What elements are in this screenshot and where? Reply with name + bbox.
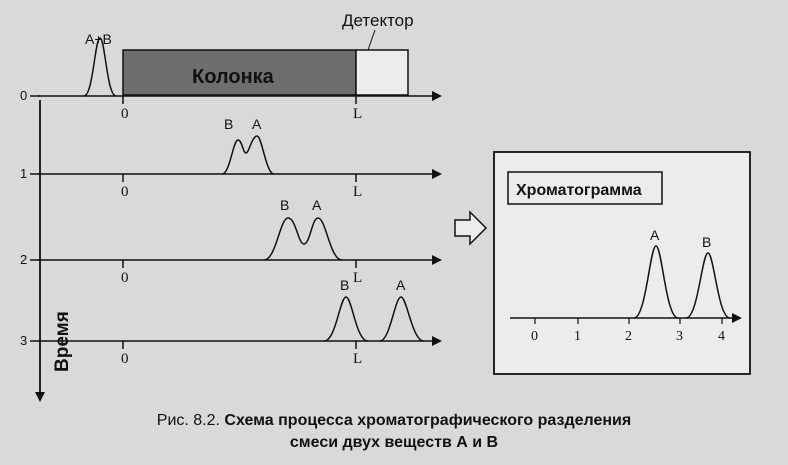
stage-row-label: 1 [20,166,27,181]
peak-label: A [396,277,406,293]
peak-label: B [280,197,289,213]
end-label: L [353,270,362,286]
zero-label: 0 [121,270,129,286]
chromatogram-label: Хроматограмма [516,182,642,199]
zero-label: 0 [121,184,129,200]
zero-label: 0 [121,351,129,367]
peak-mixture [83,37,117,97]
end-label: L [353,184,362,200]
figure-caption: Рис. 8.2. Схема процесса хроматографичес… [0,410,788,454]
peak-label: A+B [85,31,112,47]
detector-pointer [367,29,376,51]
detector-rect [355,49,409,96]
peak-a [379,296,425,342]
peak-label: B [224,116,233,132]
chromatogram-tick-label: 1 [574,329,581,344]
caption-line-1: Рис. 8.2. Схема процесса хроматографичес… [0,410,788,432]
stage-row-0: 0 A+B 0 L [20,31,442,122]
chromatogram-tick-label: 2 [625,329,632,344]
peak-label: A [252,116,262,132]
stage-row-3: 3 B A 0 L [20,277,442,367]
caption-title-1: Схема процесса хроматографического разде… [224,412,632,429]
end-label: L [353,351,362,367]
caption-line-2: смеси двух веществ А и В [289,434,499,451]
peak-label: B [340,277,349,293]
column-label: Колонка [192,66,275,88]
column-rect [122,49,357,96]
peak-pair [221,135,275,175]
chromatogram-tick-label: 3 [676,329,683,344]
peak-pair [263,217,343,261]
stage-row-label: 2 [20,252,27,267]
chromatogram-ticks: 0 1 2 3 4 [531,318,725,344]
stage-row-2: 2 B A 0 L [20,197,442,286]
end-label: L [353,106,362,122]
stage-row-1: 1 B A 0 L [20,116,442,200]
chromatogram-peak-b [685,252,731,319]
detector-label: Детектор [342,11,414,30]
arrow-to-chromatogram-icon [454,210,488,246]
peak-b [323,296,369,342]
zero-label: 0 [121,106,129,122]
chromatogram-tick-label: 0 [531,329,538,344]
chromatogram-peak-label: A [650,227,660,243]
chromatogram-label-box [507,171,663,205]
separation-diagram: Колонка Детектор Время 0 A+B 0 L 1 B A [20,11,751,402]
stage-row-label: 0 [20,88,27,103]
chromatogram-peak-label: B [702,234,711,250]
caption-lead: Рис. 8.2. [156,412,220,429]
peak-label: A [312,197,322,213]
stage-row-label: 3 [20,333,27,348]
chromatogram-peak-a [633,245,679,319]
chromatogram-tick-label: 4 [718,329,725,344]
